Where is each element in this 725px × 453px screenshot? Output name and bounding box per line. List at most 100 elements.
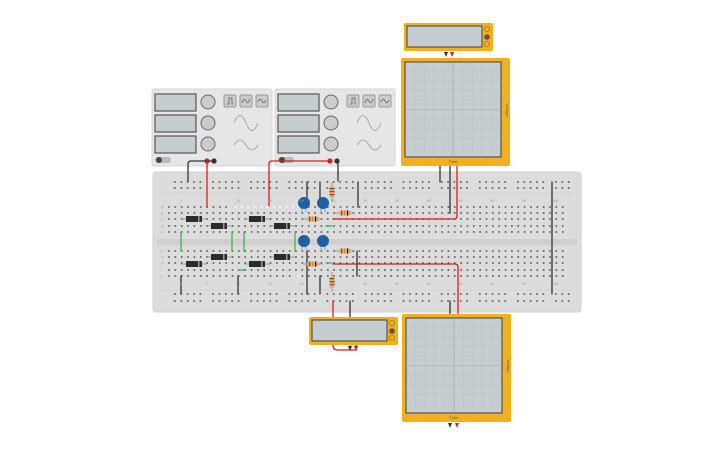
breadboard-hole[interactable] bbox=[409, 212, 412, 214]
breadboard-hole[interactable] bbox=[542, 225, 545, 227]
breadboard-hole[interactable] bbox=[276, 275, 278, 277]
diode[interactable] bbox=[186, 261, 202, 267]
breadboard-hole[interactable] bbox=[257, 225, 259, 227]
resistance-mode-button[interactable] bbox=[484, 41, 490, 47]
breadboard-hole[interactable] bbox=[257, 212, 259, 214]
breadboard-hole[interactable] bbox=[384, 275, 386, 277]
rail-hole[interactable] bbox=[491, 300, 494, 302]
breadboard-hole[interactable] bbox=[282, 231, 285, 233]
breadboard-hole[interactable] bbox=[523, 275, 526, 277]
breadboard-hole[interactable] bbox=[453, 206, 456, 208]
rail-hole[interactable] bbox=[517, 293, 519, 295]
rail-hole[interactable] bbox=[529, 293, 532, 295]
breadboard-hole[interactable] bbox=[422, 212, 424, 214]
rail-hole[interactable] bbox=[345, 187, 348, 189]
rail-hole[interactable] bbox=[364, 293, 367, 295]
rail-hole[interactable] bbox=[517, 187, 519, 189]
breadboard-hole[interactable] bbox=[314, 225, 316, 227]
rail-hole[interactable] bbox=[199, 181, 202, 183]
breadboard-hole[interactable] bbox=[352, 225, 354, 227]
breadboard-hole[interactable] bbox=[466, 250, 469, 252]
breadboard-hole[interactable] bbox=[492, 275, 494, 277]
rail-hole[interactable] bbox=[193, 300, 195, 302]
breadboard-hole[interactable] bbox=[555, 206, 558, 208]
breadboard-hole[interactable] bbox=[542, 250, 545, 252]
breadboard-hole[interactable] bbox=[422, 231, 424, 233]
probe-connector[interactable] bbox=[455, 423, 459, 428]
rail-hole[interactable] bbox=[275, 187, 278, 189]
breadboard-hole[interactable] bbox=[517, 225, 520, 227]
breadboard-hole[interactable] bbox=[282, 212, 285, 214]
rail-hole[interactable] bbox=[364, 300, 367, 302]
breadboard-hole[interactable] bbox=[301, 250, 304, 252]
breadboard-hole[interactable] bbox=[396, 231, 399, 233]
rail-hole[interactable] bbox=[529, 181, 532, 183]
breadboard-hole[interactable] bbox=[409, 269, 412, 271]
breadboard-hole[interactable] bbox=[428, 212, 431, 214]
rail-hole[interactable] bbox=[485, 187, 487, 189]
rail-hole[interactable] bbox=[212, 293, 214, 295]
breadboard-hole[interactable] bbox=[453, 250, 456, 252]
rail-hole[interactable] bbox=[263, 293, 265, 295]
breadboard-hole[interactable] bbox=[549, 250, 551, 252]
breadboard-hole[interactable] bbox=[530, 250, 532, 252]
breadboard-hole[interactable] bbox=[371, 212, 373, 214]
breadboard-hole[interactable] bbox=[447, 206, 450, 208]
breadboard-hole[interactable] bbox=[295, 225, 297, 227]
breadboard-hole[interactable] bbox=[415, 256, 418, 258]
breadboard-hole[interactable] bbox=[384, 262, 386, 264]
breadboard-hole[interactable] bbox=[466, 231, 469, 233]
breadboard-hole[interactable] bbox=[371, 269, 373, 271]
rail-hole[interactable] bbox=[263, 187, 265, 189]
rail-hole[interactable] bbox=[504, 293, 506, 295]
breadboard-hole[interactable] bbox=[377, 262, 380, 264]
breadboard-hole[interactable] bbox=[174, 218, 177, 220]
breadboard-hole[interactable] bbox=[307, 256, 310, 258]
breadboard-hole[interactable] bbox=[180, 206, 183, 208]
breadboard-hole[interactable] bbox=[485, 269, 488, 271]
breadboard-hole[interactable] bbox=[441, 256, 443, 258]
rail-hole[interactable] bbox=[415, 293, 418, 295]
breadboard-hole[interactable] bbox=[517, 212, 520, 214]
breadboard-hole[interactable] bbox=[447, 250, 450, 252]
breadboard-hole[interactable] bbox=[511, 206, 513, 208]
wire-black[interactable] bbox=[187, 160, 215, 182]
rail-hole[interactable] bbox=[193, 293, 195, 295]
resistor[interactable] bbox=[303, 216, 323, 222]
wire-black[interactable] bbox=[356, 181, 553, 295]
breadboard-hole[interactable] bbox=[333, 250, 335, 252]
breadboard-hole[interactable] bbox=[555, 212, 558, 214]
breadboard-hole[interactable] bbox=[193, 206, 196, 208]
breadboard-hole[interactable] bbox=[498, 262, 500, 264]
breadboard-hole[interactable] bbox=[219, 212, 221, 214]
rail-hole[interactable] bbox=[536, 181, 538, 183]
breadboard-hole[interactable] bbox=[174, 231, 177, 233]
breadboard-hole[interactable] bbox=[447, 212, 450, 214]
breadboard-hole[interactable] bbox=[320, 262, 323, 264]
breadboard-hole[interactable] bbox=[498, 212, 500, 214]
rail-hole[interactable] bbox=[256, 181, 259, 183]
rail-hole[interactable] bbox=[352, 293, 354, 295]
rail-hole[interactable] bbox=[453, 181, 456, 183]
breadboard-hole[interactable] bbox=[403, 206, 405, 208]
rail-hole[interactable] bbox=[491, 293, 494, 295]
breadboard-hole[interactable] bbox=[231, 269, 234, 271]
breadboard-hole[interactable] bbox=[498, 231, 500, 233]
breadboard-hole[interactable] bbox=[282, 218, 285, 220]
breadboard-hole[interactable] bbox=[523, 225, 526, 227]
breadboard-hole[interactable] bbox=[536, 218, 539, 220]
breadboard-hole[interactable] bbox=[403, 212, 405, 214]
breadboard-hole[interactable] bbox=[409, 275, 412, 277]
breadboard-hole[interactable] bbox=[339, 275, 342, 277]
breadboard-hole[interactable] bbox=[492, 231, 494, 233]
breadboard-hole[interactable] bbox=[187, 269, 189, 271]
breadboard-hole[interactable] bbox=[231, 256, 234, 258]
diode[interactable] bbox=[274, 223, 290, 229]
breadboard-hole[interactable] bbox=[168, 256, 170, 258]
rail-hole[interactable] bbox=[212, 181, 214, 183]
breadboard-hole[interactable] bbox=[365, 250, 367, 252]
breadboard-hole[interactable] bbox=[257, 256, 259, 258]
breadboard-hole[interactable] bbox=[282, 250, 285, 252]
breadboard-hole[interactable] bbox=[428, 250, 431, 252]
